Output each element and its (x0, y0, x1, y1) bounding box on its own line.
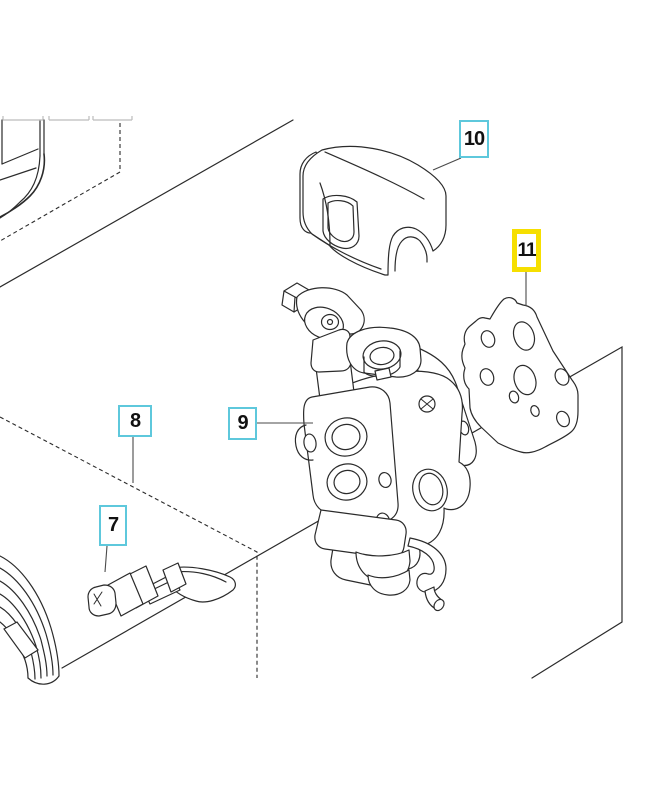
carburetor-drawing (281, 282, 477, 612)
callout-10[interactable]: 10 (459, 120, 489, 158)
fuel-valve-drawing (87, 562, 236, 617)
cropped-border-top-left (2, 116, 133, 121)
leader-10 (432, 157, 462, 171)
callout-7[interactable]: 7 (99, 505, 127, 546)
callout-11-highlighted[interactable]: 11 (512, 229, 541, 272)
callout-leader-lines (104, 157, 527, 573)
callout-9[interactable]: 9 (228, 407, 257, 440)
dashed-housing-outline (0, 123, 258, 678)
air-filter-base-drawing (0, 550, 61, 689)
leader-7 (104, 545, 108, 573)
carburetor-gasket-drawing (461, 297, 579, 454)
callout-8[interactable]: 8 (118, 405, 152, 437)
air-filter-cover-drawing (299, 145, 447, 276)
cropped-part-top-left (0, 119, 46, 219)
